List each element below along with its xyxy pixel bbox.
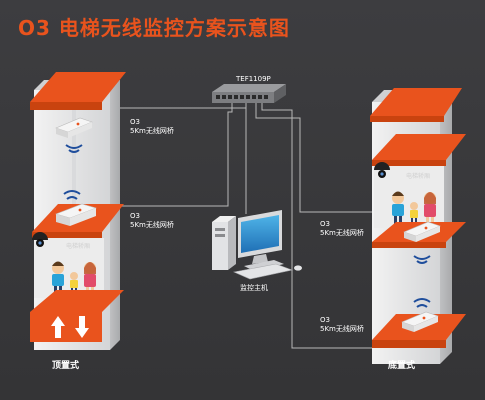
left-car-bridge-label: O3 5Km无线网桥 [130,212,174,230]
right-car-caption: 电梯轿厢 [406,173,431,180]
left-car-wifi-icon [63,190,81,200]
right-elevator-shaft [370,88,466,364]
right-car-bridge-icon [403,221,441,242]
diagram-title: O3 电梯无线监控方案示意图 [18,16,290,40]
left-car-caption: 电梯轿厢 [66,243,91,250]
mouse-icon [294,265,302,271]
right-bottom-bridge-label: O3 5Km无线网桥 [320,316,364,334]
right-top-slab [370,88,462,116]
right-camera-icon [374,162,390,178]
left-top-slab [30,72,126,102]
switch-label: TEF1109P [236,75,271,83]
left-camera-icon [32,232,48,247]
right-car-bridge-desc: 5Km无线网桥 [320,229,364,237]
left-mode-label: 顶置式 [52,361,80,371]
cable-left-car [102,103,233,207]
left-top-bridge-icon [55,117,93,138]
right-car-wifi-icon [413,255,431,264]
right-car-roof [372,134,466,160]
host-label: 监控主机 [240,284,268,292]
left-top-wifi-icon [65,144,83,153]
left-elevator-shaft [30,72,126,350]
right-bottom-bridge-model: O3 [320,316,330,324]
left-bottom-slab [30,290,124,312]
right-car-bridge-model: O3 [320,220,330,228]
left-top-bridge-model: O3 [130,118,140,126]
right-passengers-icon [392,191,436,224]
left-car-bridge-icon [55,203,97,226]
left-top-bridge-label: O3 5Km无线网桥 [130,118,174,136]
left-car-bridge-desc: 5Km无线网桥 [130,221,174,229]
right-car-bridge-label: O3 5Km无线网桥 [320,220,364,238]
right-bottom-bridge-desc: 5Km无线网桥 [320,325,364,333]
left-car-bridge-model: O3 [130,212,140,220]
keyboard-icon [232,263,294,280]
right-bottom-wifi-icon [413,298,431,308]
left-top-bridge-desc: 5Km无线网桥 [130,127,174,135]
right-bottom-bridge-icon [401,311,439,332]
monitoring-host-icon [212,210,302,280]
right-mode-label: 底置式 [388,361,416,371]
poe-switch-icon [212,84,286,103]
up-down-arrows-icon [51,316,89,338]
